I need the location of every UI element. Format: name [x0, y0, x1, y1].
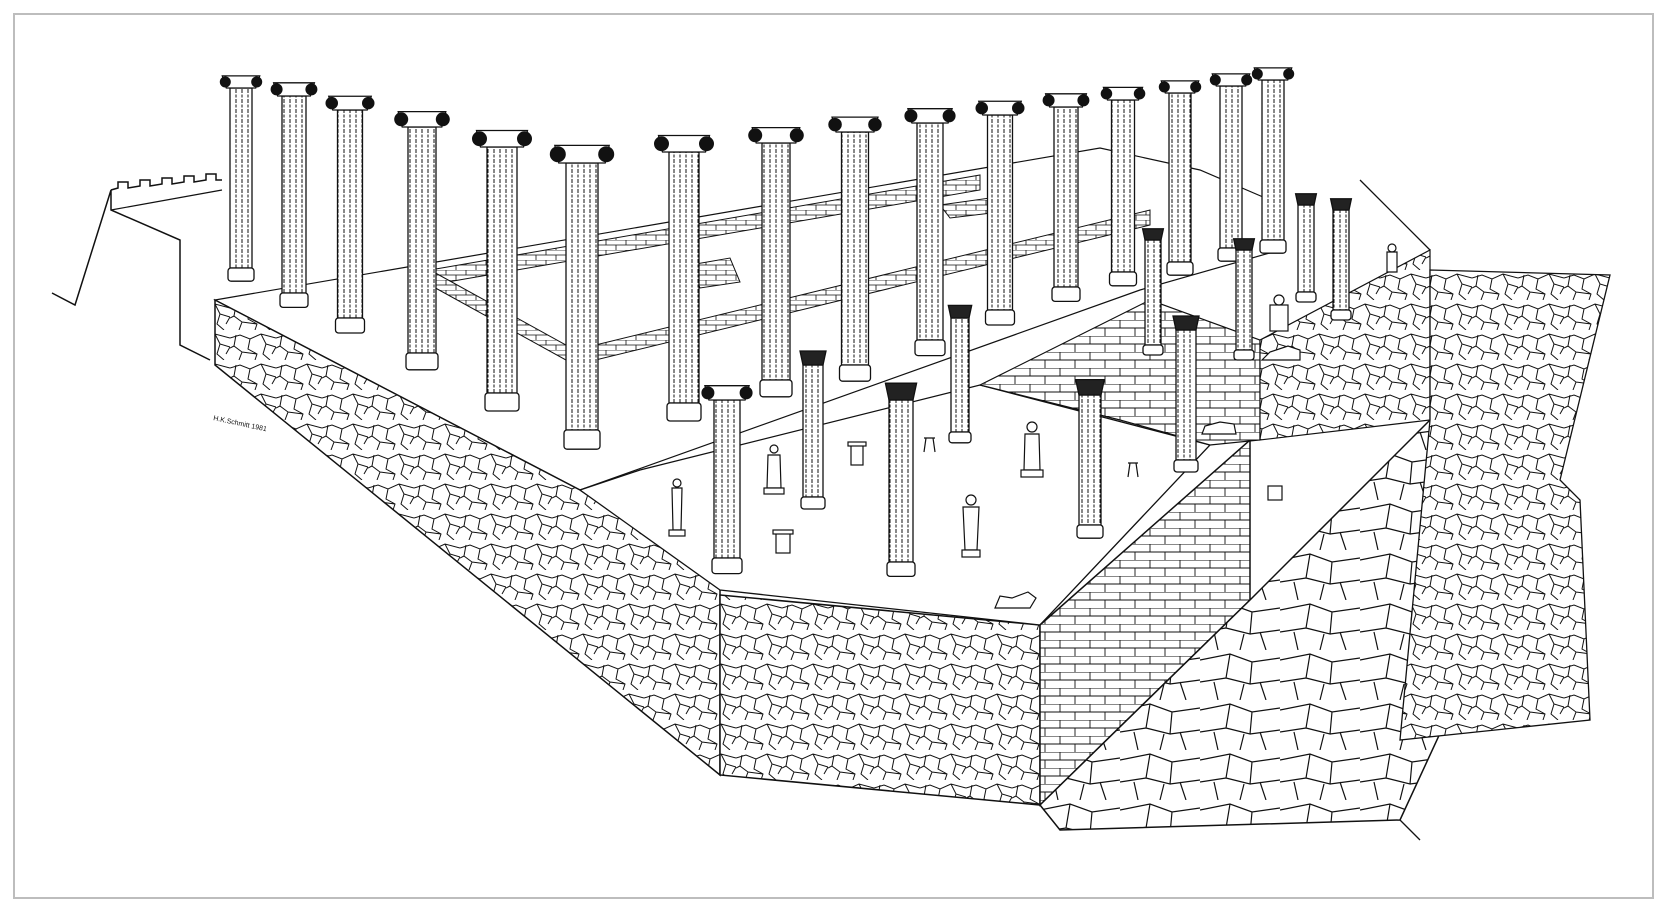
column [1209, 73, 1253, 262]
courtyard-columns [701, 193, 1353, 578]
column [947, 304, 973, 444]
lion-sculpture [994, 591, 1037, 609]
column [975, 100, 1025, 326]
column [325, 95, 375, 334]
column [799, 350, 827, 510]
tripod [1127, 462, 1139, 478]
column [1294, 193, 1318, 303]
column [1042, 93, 1090, 303]
tripod [923, 437, 936, 453]
right-steps [1399, 269, 1611, 741]
column [828, 116, 882, 382]
column [748, 126, 804, 398]
signature-text: H.K.Schmitt 1981 [213, 415, 268, 433]
column [1141, 228, 1165, 356]
column [654, 134, 714, 422]
column [1251, 67, 1295, 254]
lion-sculpture [1260, 345, 1301, 361]
artist-signature: H.K.Schmitt 1981 [213, 415, 268, 433]
column [394, 110, 450, 371]
statue-figure [763, 444, 785, 495]
column [1100, 86, 1146, 287]
colonnade [219, 67, 1295, 450]
statue-figure [961, 494, 981, 558]
column [1172, 315, 1200, 473]
column [884, 382, 918, 578]
column [904, 108, 956, 357]
small-statue [1386, 243, 1398, 273]
offering-box [1267, 485, 1283, 501]
column [1158, 80, 1202, 276]
column [701, 385, 753, 575]
column [270, 82, 318, 309]
back-wall [51, 173, 223, 361]
statue-figure [668, 478, 686, 537]
statue-figure [1020, 421, 1044, 478]
column [1074, 378, 1106, 539]
altar [847, 441, 867, 466]
column [549, 144, 615, 450]
seated-statue [1269, 294, 1289, 332]
animal-sculpture [1201, 421, 1237, 435]
column [472, 129, 532, 412]
altar [772, 529, 794, 554]
column [1329, 198, 1353, 321]
column [219, 75, 263, 282]
foundation-wall-front [719, 594, 1041, 806]
column [1232, 238, 1256, 361]
courtyard-statues [668, 243, 1398, 609]
